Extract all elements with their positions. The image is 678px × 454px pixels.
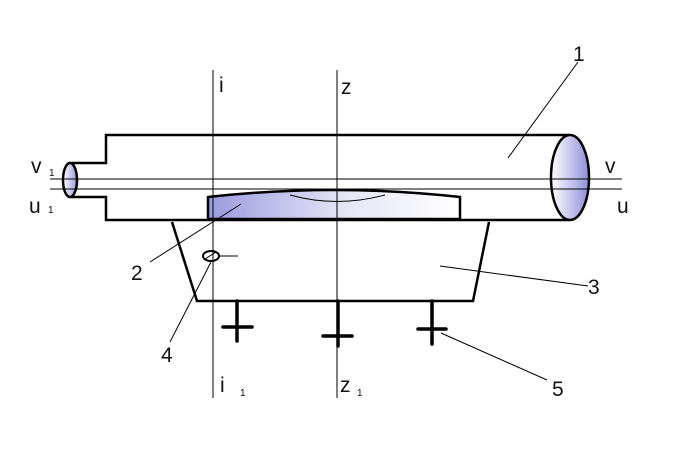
- support-right: [416, 299, 448, 346]
- label-v-left-sub: 1: [49, 168, 55, 179]
- supports: [221, 299, 448, 348]
- sensor-hatch: [204, 251, 217, 260]
- support-left: [221, 299, 254, 343]
- callout-3: 3: [588, 276, 600, 299]
- label-u-left-sub: 1: [48, 205, 54, 216]
- callout-1: 1: [573, 43, 585, 66]
- pipe-inlet-end: [61, 161, 79, 199]
- callout-5: 5: [552, 378, 564, 401]
- leader-4: [169, 261, 212, 343]
- label-i-top: i: [219, 74, 224, 97]
- label-i-bottom-sub: 1: [240, 388, 246, 399]
- label-v-right: v: [605, 155, 616, 178]
- sensor-element: [202, 250, 220, 262]
- label-z-bottom-sub: 1: [357, 388, 363, 399]
- label-i-bottom: i: [220, 374, 225, 397]
- leader-3: [439, 265, 589, 287]
- callout-4: 4: [161, 344, 173, 367]
- leader-2: [149, 203, 242, 263]
- label-u-left: u: [29, 195, 41, 218]
- pipe-right-end: [549, 133, 591, 222]
- label-v-left: v: [31, 155, 42, 178]
- label-u-right: u: [617, 195, 629, 218]
- housing: [170, 221, 491, 303]
- label-z-top: z: [341, 76, 352, 99]
- leader-lines: [149, 61, 589, 381]
- leader-1: [507, 61, 579, 159]
- callout-2: 2: [131, 262, 143, 285]
- channel: [206, 188, 462, 221]
- leader-5: [440, 332, 548, 381]
- label-z-bottom: z: [340, 374, 351, 397]
